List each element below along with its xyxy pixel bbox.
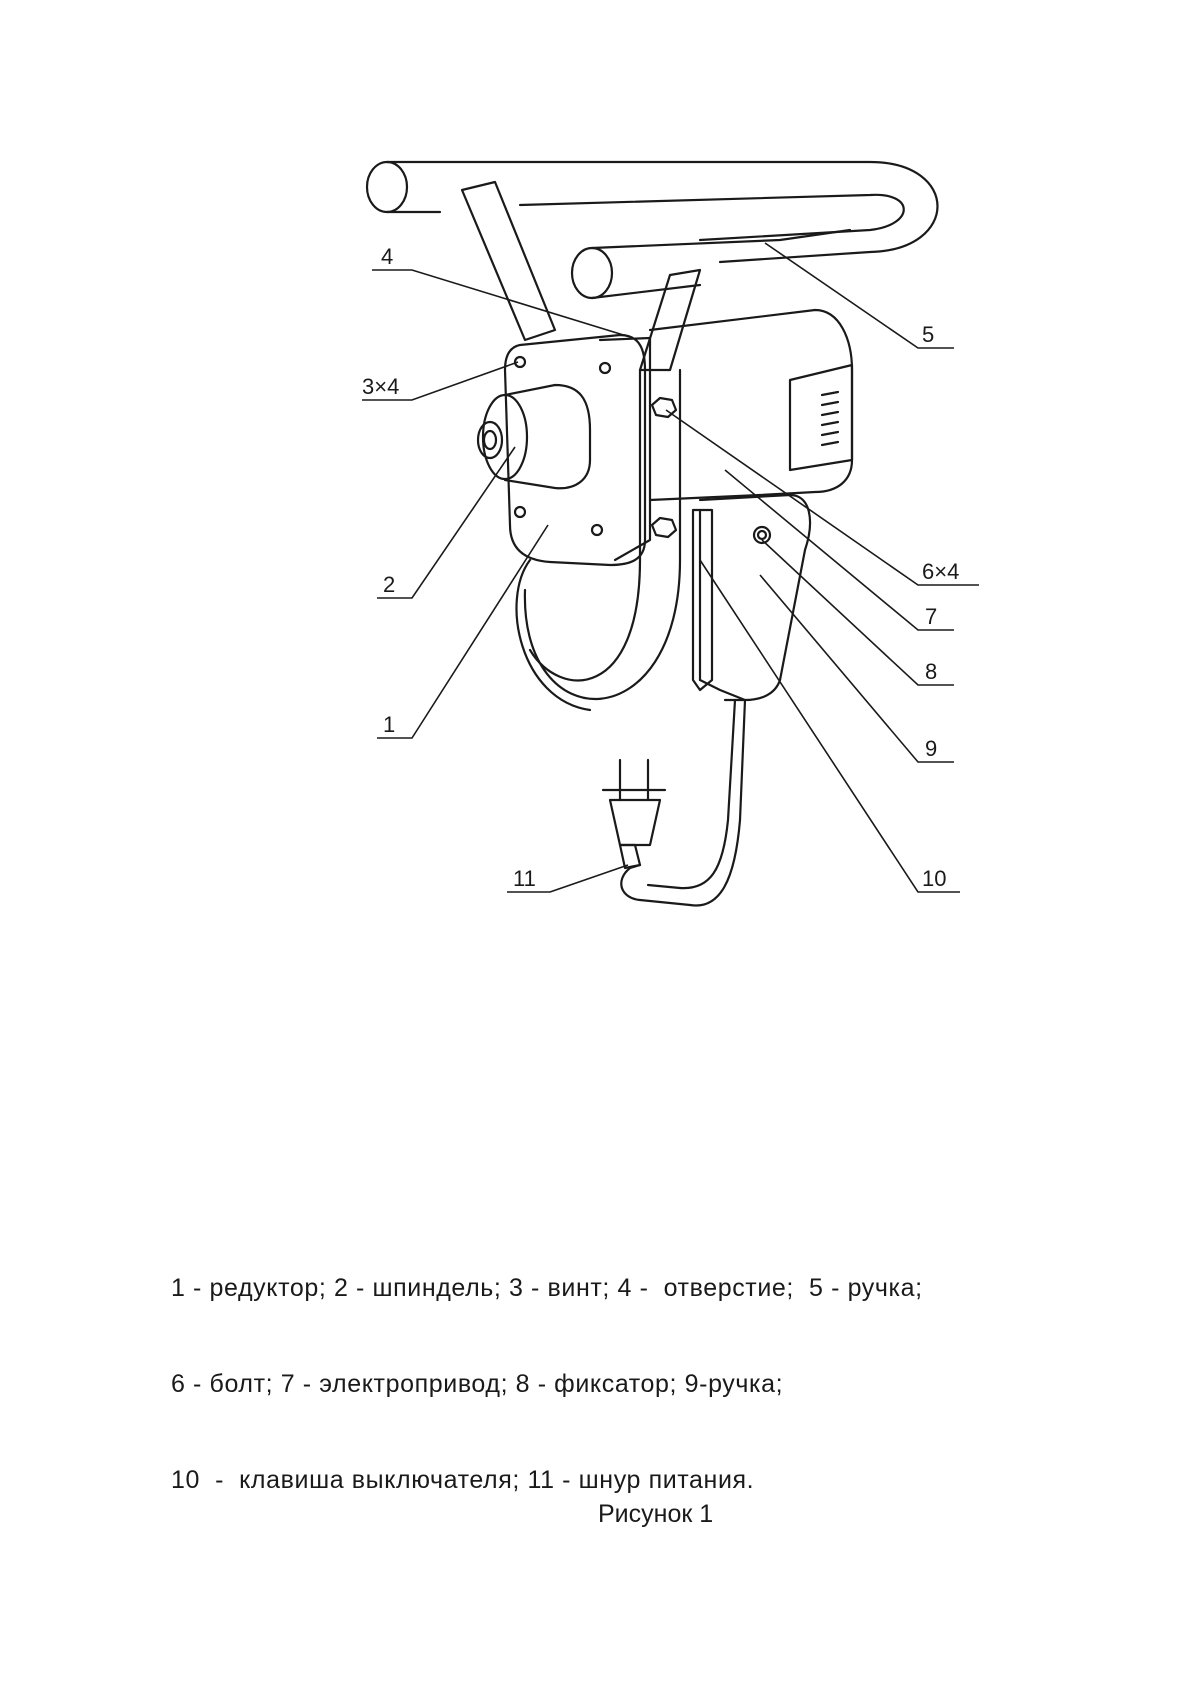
switch-key bbox=[691, 508, 714, 692]
callout-2-leader bbox=[377, 446, 516, 599]
callout-5-leader bbox=[764, 242, 954, 349]
callout-7-leader bbox=[724, 469, 954, 631]
callout-10-leader bbox=[699, 559, 960, 893]
power-cord bbox=[601, 698, 747, 907]
callout-9-leader bbox=[759, 574, 954, 763]
callout-7-label: 7 bbox=[925, 604, 937, 629]
callout-3-leader bbox=[362, 361, 519, 401]
callout-3-label: 3×4 bbox=[362, 374, 399, 399]
callout-11-label: 11 bbox=[513, 866, 536, 891]
callout-8-label: 8 bbox=[925, 659, 937, 684]
legend-line-3: 10 - клавиша выключателя; 11 - шнур пита… bbox=[171, 1466, 755, 1494]
callout-1-label: 1 bbox=[383, 712, 395, 737]
tool-diagram: 1 2 3×4 4 5 6×4 7 8 9 10 11 bbox=[362, 160, 979, 907]
callout-9-label: 9 bbox=[925, 736, 937, 761]
callout-4-label: 4 bbox=[381, 244, 393, 269]
bolts bbox=[650, 396, 678, 539]
callout-11-leader bbox=[507, 864, 629, 893]
motor bbox=[648, 308, 854, 502]
gearbox bbox=[503, 333, 652, 567]
callout-8-leader bbox=[761, 539, 954, 686]
side-brackets bbox=[460, 180, 702, 712]
callout-2-label: 2 bbox=[383, 572, 395, 597]
callout-10-label: 10 bbox=[922, 866, 946, 891]
callout-5-label: 5 bbox=[922, 322, 934, 347]
callout-6-leader bbox=[665, 409, 979, 586]
figure-caption: Рисунок 1 bbox=[598, 1500, 714, 1528]
parts-legend: 1 - редуктор; 2 - шпиндель; 3 - винт; 4 … bbox=[171, 1208, 1131, 1528]
callout-1-leader bbox=[377, 524, 549, 739]
callout-4-leader bbox=[372, 269, 631, 338]
handle-bar bbox=[365, 160, 939, 300]
legend-line-2: 6 - болт; 7 - электропривод; 8 - фиксато… bbox=[171, 1370, 784, 1398]
handle-grip bbox=[698, 493, 812, 702]
spindle bbox=[476, 383, 592, 490]
legend-line-1: 1 - редуктор; 2 - шпиндель; 3 - винт; 4 … bbox=[171, 1274, 923, 1302]
callout-6-label: 6×4 bbox=[922, 559, 959, 584]
